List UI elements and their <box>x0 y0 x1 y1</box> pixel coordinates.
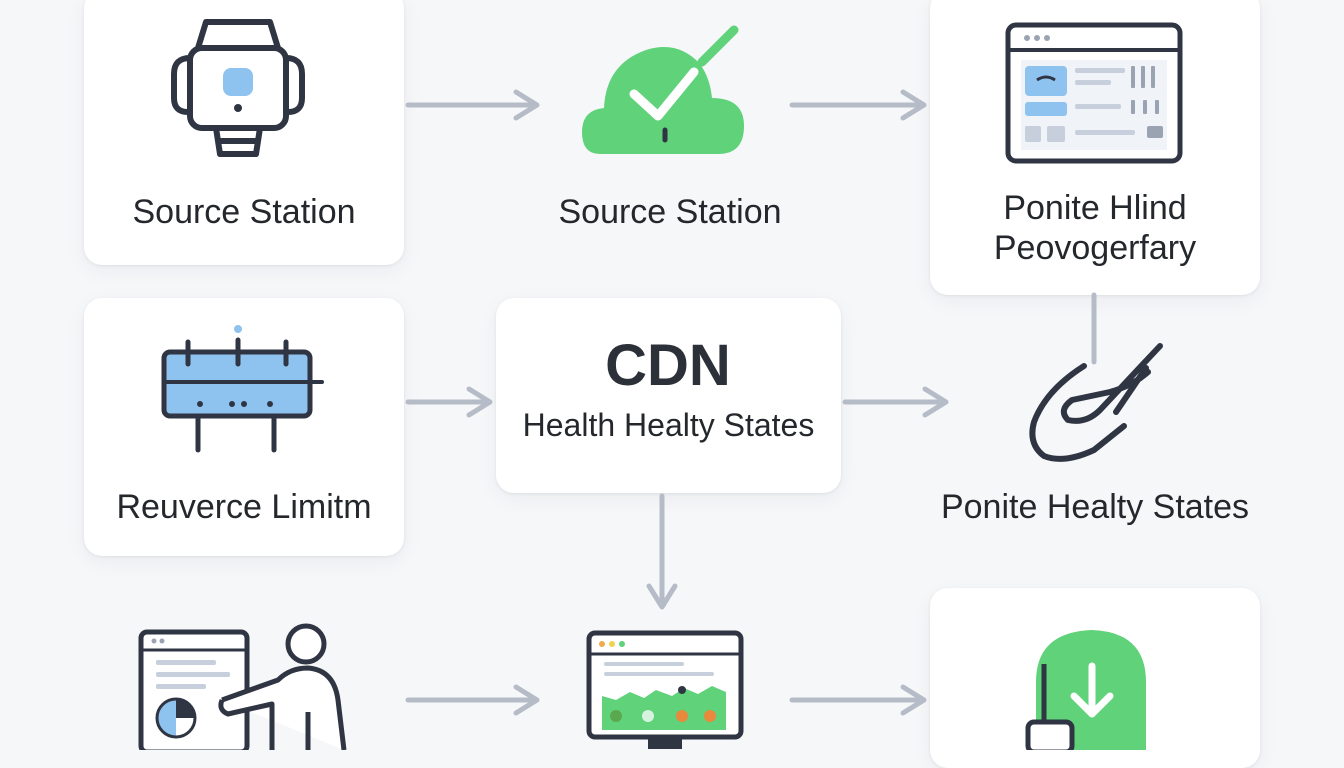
card-cdn <box>496 298 841 493</box>
monitor-chart-icon <box>586 630 744 752</box>
ponite-healty-states-label: Ponite Healty States <box>940 488 1250 526</box>
arrow-right-row2-a <box>405 386 493 418</box>
download-badge-icon <box>1022 626 1152 750</box>
card-reuverce-limitm <box>84 298 404 556</box>
ponite-hlind-label-line1: Ponite Hlind <box>1003 189 1187 227</box>
arrow-right-row3-a <box>405 684 540 716</box>
source-station-left-label: Source Station <box>132 193 356 231</box>
rate-limit-fence-icon <box>160 322 326 454</box>
person-presenting-screen-icon <box>138 622 352 750</box>
card-source-station-left <box>84 0 404 265</box>
arrow-down-cdn <box>646 493 678 610</box>
dashboard-window-icon <box>1005 22 1183 164</box>
hand-pointer-icon <box>1024 340 1166 464</box>
arrow-right-row3-b <box>789 684 927 716</box>
diagram-canvas: Source Station Source Station <box>84 0 1250 752</box>
source-station-middle-label: Source Station <box>558 193 782 231</box>
cdn-title: CDN <box>605 333 731 398</box>
camera-device-icon <box>168 16 308 164</box>
cloud-check-icon <box>582 24 748 158</box>
arrow-right-row2-b <box>842 386 949 418</box>
arrow-right-row1-b <box>789 89 927 121</box>
ponite-hlind-label-line2: Peovogerfary <box>993 229 1197 267</box>
reuverce-limitm-label: Reuverce Limitm <box>116 488 372 526</box>
cdn-subtitle: Health Healty States <box>522 407 815 443</box>
arrow-right-row1-a <box>405 89 540 121</box>
